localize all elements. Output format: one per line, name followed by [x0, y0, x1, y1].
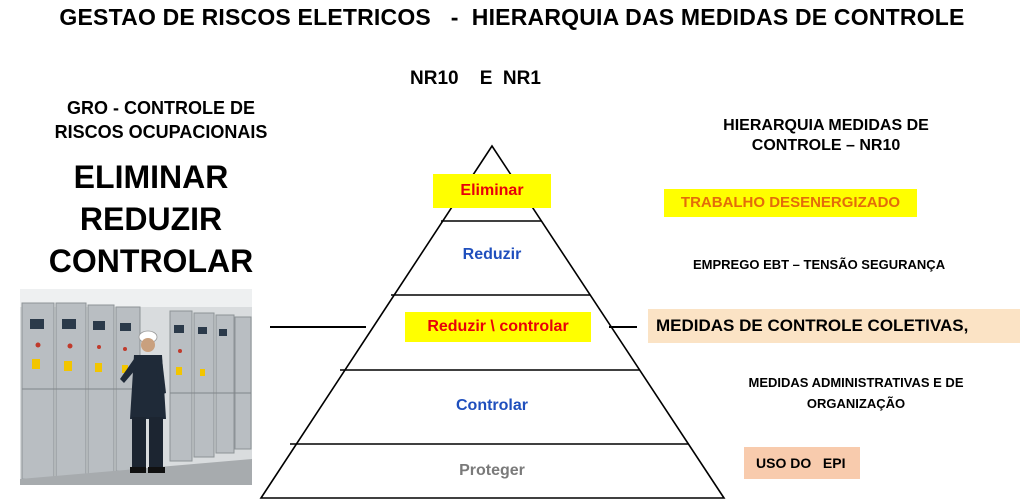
switchgear-worker-photo [20, 289, 252, 485]
gro-step-reduzir: REDUZIR [79, 201, 223, 237]
tier-proteger: Proteger [459, 462, 525, 479]
nr10-heading-line2: CONTROLE – NR10 [751, 137, 901, 154]
tier-controlar: Controlar [456, 397, 528, 414]
measure-administrativas: MEDIDAS ADMINISTRATIVAS E DE [748, 375, 964, 390]
nr10-heading: HIERARQUIA MEDIDAS DE CONTROLE – NR10 [700, 116, 952, 156]
gro-heading-line2: RISCOS OCUPACIONAIS [54, 122, 268, 142]
measure-uso-epi: USO DO EPI [744, 447, 860, 479]
connector-left [270, 326, 366, 328]
measure-controle-coletivas: MEDIDAS DE CONTROLE COLETIVAS, [648, 309, 1020, 343]
subtitle-norms: NR10 E NR1 [410, 68, 541, 89]
tier-reduzir: Reduzir [462, 246, 522, 263]
measure-trabalho-desenergizado: TRABALHO DESENERGIZADO [664, 189, 917, 217]
photo-illustration [20, 289, 252, 485]
gro-heading-line1: GRO - CONTROLE DE [67, 98, 255, 118]
tier-reduzir-controlar: Reduzir \ controlar [405, 312, 591, 342]
gro-steps: ELIMINAR REDUZIR CONTROLAR [20, 156, 282, 282]
measure-organizacao: ORGANIZAÇÃO [806, 396, 906, 411]
nr10-heading-line1: HIERARQUIA MEDIDAS DE [723, 117, 929, 134]
gro-step-eliminar: ELIMINAR [73, 159, 229, 195]
page-title: GESTAO DE RISCOS ELETRICOS - HIERARQUIA … [59, 4, 965, 30]
connector-right [609, 326, 637, 328]
tier-eliminar: Eliminar [433, 174, 551, 208]
gro-step-controlar: CONTROLAR [48, 243, 254, 279]
measure-emprego-ebt: EMPREGO EBT – TENSÃO SEGURANÇA [693, 257, 946, 272]
gro-heading: GRO - CONTROLE DE RISCOS OCUPACIONAIS [20, 96, 302, 144]
